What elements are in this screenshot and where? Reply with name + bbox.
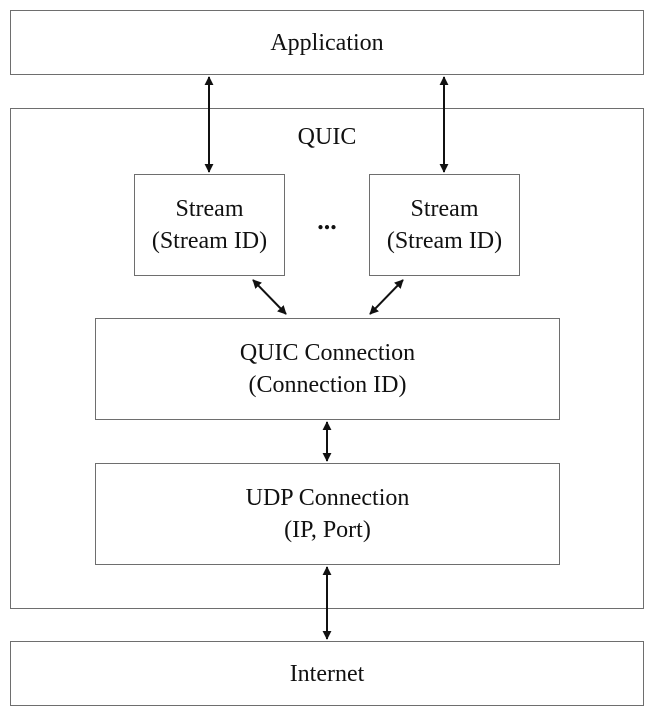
stream-label: Stream [175, 196, 244, 222]
connection-id-label: (Connection ID) [248, 372, 407, 398]
stream-box-left: Stream (Stream ID) [134, 174, 285, 276]
internet-layer-box: Internet [10, 641, 644, 706]
stream-label: Stream [410, 196, 479, 222]
application-layer-box: Application [10, 10, 644, 75]
stream-id-label: (Stream ID) [386, 228, 503, 254]
quic-connection-label: QUIC Connection [239, 340, 416, 366]
quic-connection-box: QUIC Connection (Connection ID) [95, 318, 560, 420]
stream-box-right: Stream (Stream ID) [369, 174, 520, 276]
quic-label: QUIC [297, 124, 357, 150]
stream-id-label: (Stream ID) [151, 228, 268, 254]
application-label: Application [270, 30, 384, 56]
stream-ellipsis: ... [317, 206, 337, 235]
udp-connection-box: UDP Connection (IP, Port) [95, 463, 560, 565]
udp-connection-label: UDP Connection [245, 485, 410, 511]
internet-label: Internet [289, 661, 365, 687]
ip-port-label: (IP, Port) [284, 517, 371, 543]
